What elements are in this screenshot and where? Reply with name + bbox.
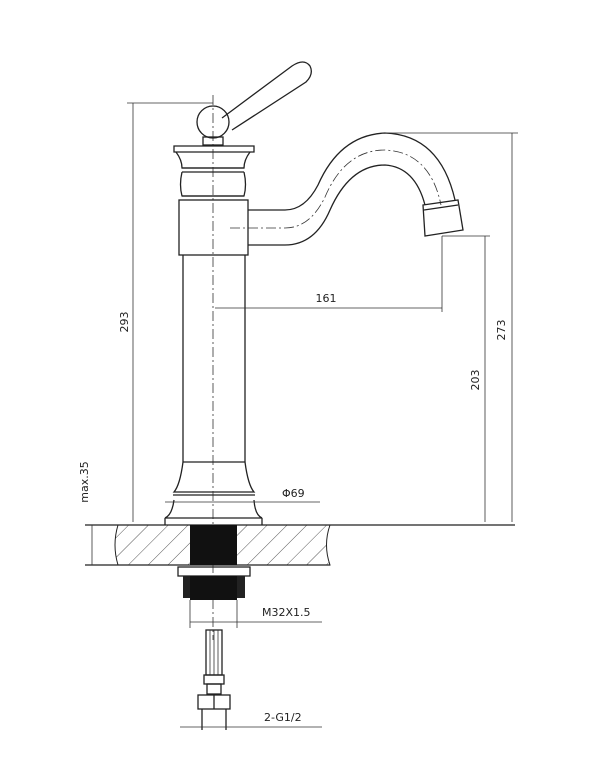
dim-overall-height: 293 xyxy=(118,312,131,333)
dim-spout-outlet-height: 203 xyxy=(469,370,482,391)
mounting-shank xyxy=(177,525,251,600)
dim-base-diameter: Φ69 xyxy=(282,487,305,500)
dimension-lines xyxy=(91,102,518,728)
dim-hose-connection: 2-G1/2 xyxy=(264,711,302,724)
lever-handle xyxy=(196,61,312,146)
dim-spout-reach: 161 xyxy=(316,292,337,305)
faucet-body xyxy=(164,145,263,525)
dim-spout-top-height: 273 xyxy=(495,320,508,341)
spout xyxy=(230,132,464,246)
supply-hose xyxy=(197,629,231,730)
countertop-section xyxy=(85,524,515,566)
dim-shank-thread: M32X1.5 xyxy=(262,606,311,619)
dim-max-counter-thickness: max.35 xyxy=(78,461,91,502)
